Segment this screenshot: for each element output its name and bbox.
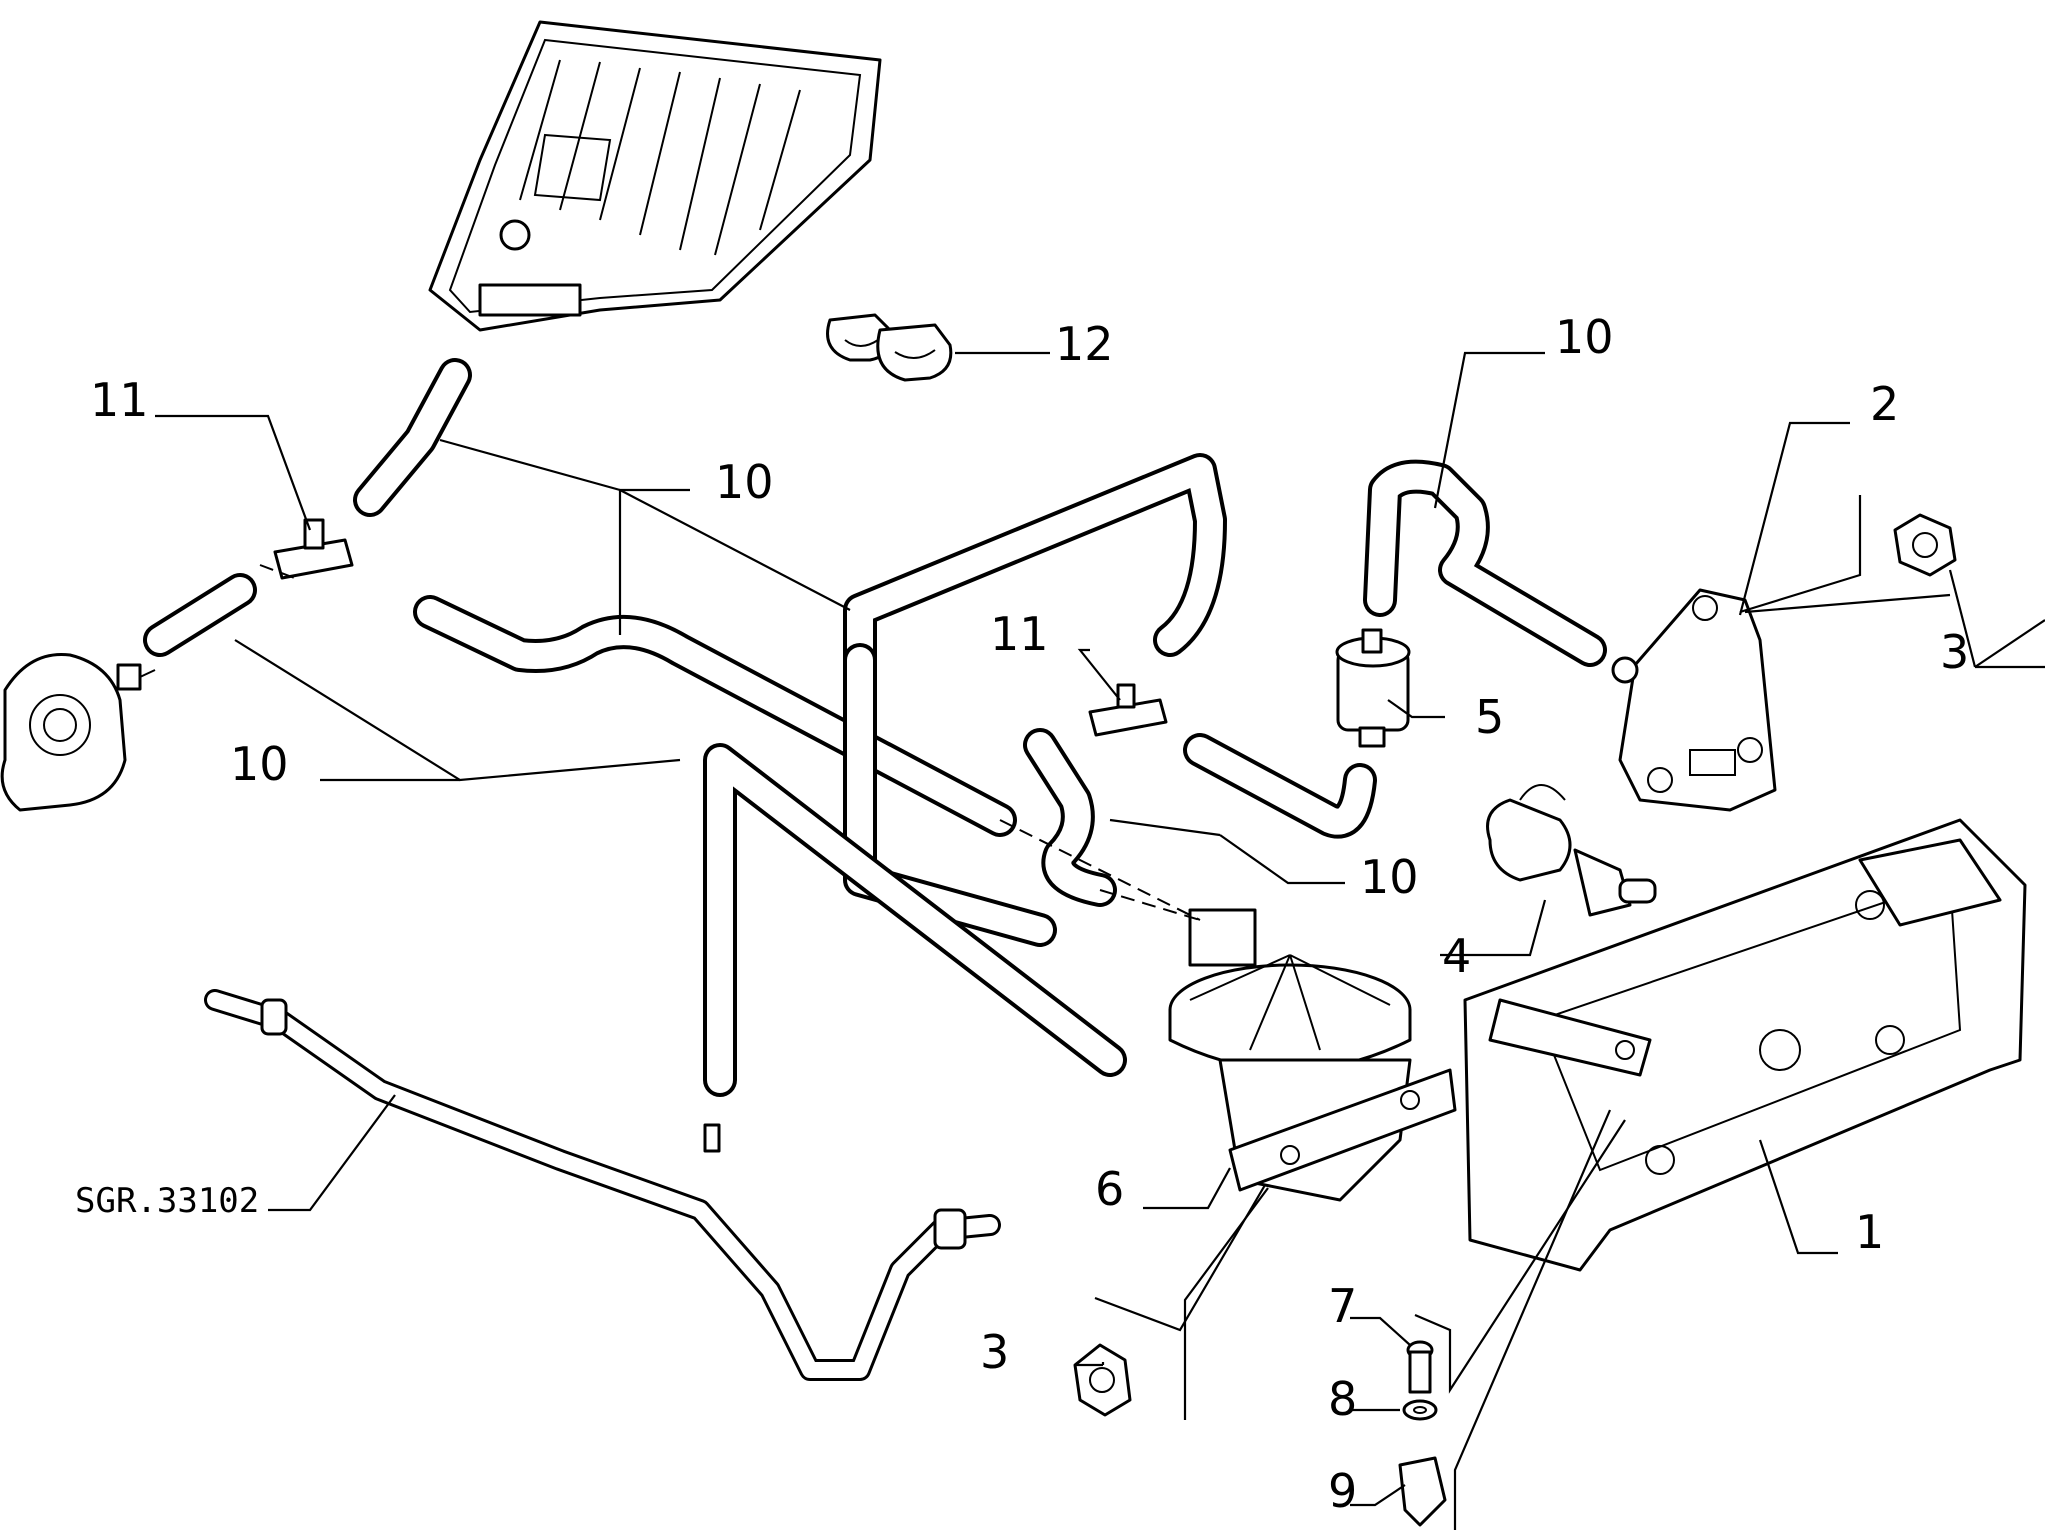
hose-long-center: [413, 453, 1227, 1097]
callout-4: 4: [1442, 929, 1471, 983]
clip-9: [1398, 1456, 1447, 1527]
callout-8: 8: [1328, 1372, 1357, 1426]
hose-short-left: [143, 573, 257, 657]
t-connector-11-left: [273, 518, 354, 580]
filter-5: [1335, 628, 1411, 748]
callout-11-left: 11: [90, 373, 149, 427]
t-connector-11-mid: [1088, 683, 1168, 737]
hose-top-right: [1363, 459, 1607, 667]
callout-6: 6: [1095, 1162, 1124, 1216]
nut-3-bottom: [1073, 1343, 1132, 1417]
callout-11-mid: 11: [990, 607, 1049, 661]
control-unit: [428, 20, 882, 332]
callout-10-center: 10: [715, 455, 774, 509]
vacuum-pipe: [204, 989, 1001, 1381]
clip-12: [826, 313, 953, 382]
bolt-7: [1406, 1340, 1434, 1394]
hose-ecu: [353, 358, 472, 517]
callout-7: 7: [1328, 1279, 1357, 1333]
callout-10-top-right: 10: [1555, 310, 1614, 364]
nut-3-top: [1893, 513, 1957, 577]
hose-zigzag: [1023, 728, 1377, 907]
vacuum-capsule-6: [1168, 908, 1457, 1202]
sensor-4: [1486, 784, 1657, 917]
callout-10-left: 10: [230, 737, 289, 791]
callout-3-top: 3: [1940, 625, 1969, 679]
callout-9: 9: [1328, 1464, 1357, 1518]
bracket-1: [1463, 818, 2027, 1272]
washer-8: [1402, 1399, 1438, 1421]
callout-1: 1: [1855, 1205, 1884, 1259]
leader-lines: [155, 351, 2045, 1530]
callout-3-bottom: 3: [980, 1325, 1009, 1379]
callout-12: 12: [1055, 317, 1114, 371]
part-code: SGR.33102: [75, 1181, 259, 1221]
callout-10-mid: 10: [1360, 850, 1419, 904]
solenoid-valve-2: [1611, 588, 1777, 812]
valve-left: [0, 652, 156, 812]
callout-2: 2: [1870, 377, 1899, 431]
callout-5: 5: [1475, 690, 1504, 744]
